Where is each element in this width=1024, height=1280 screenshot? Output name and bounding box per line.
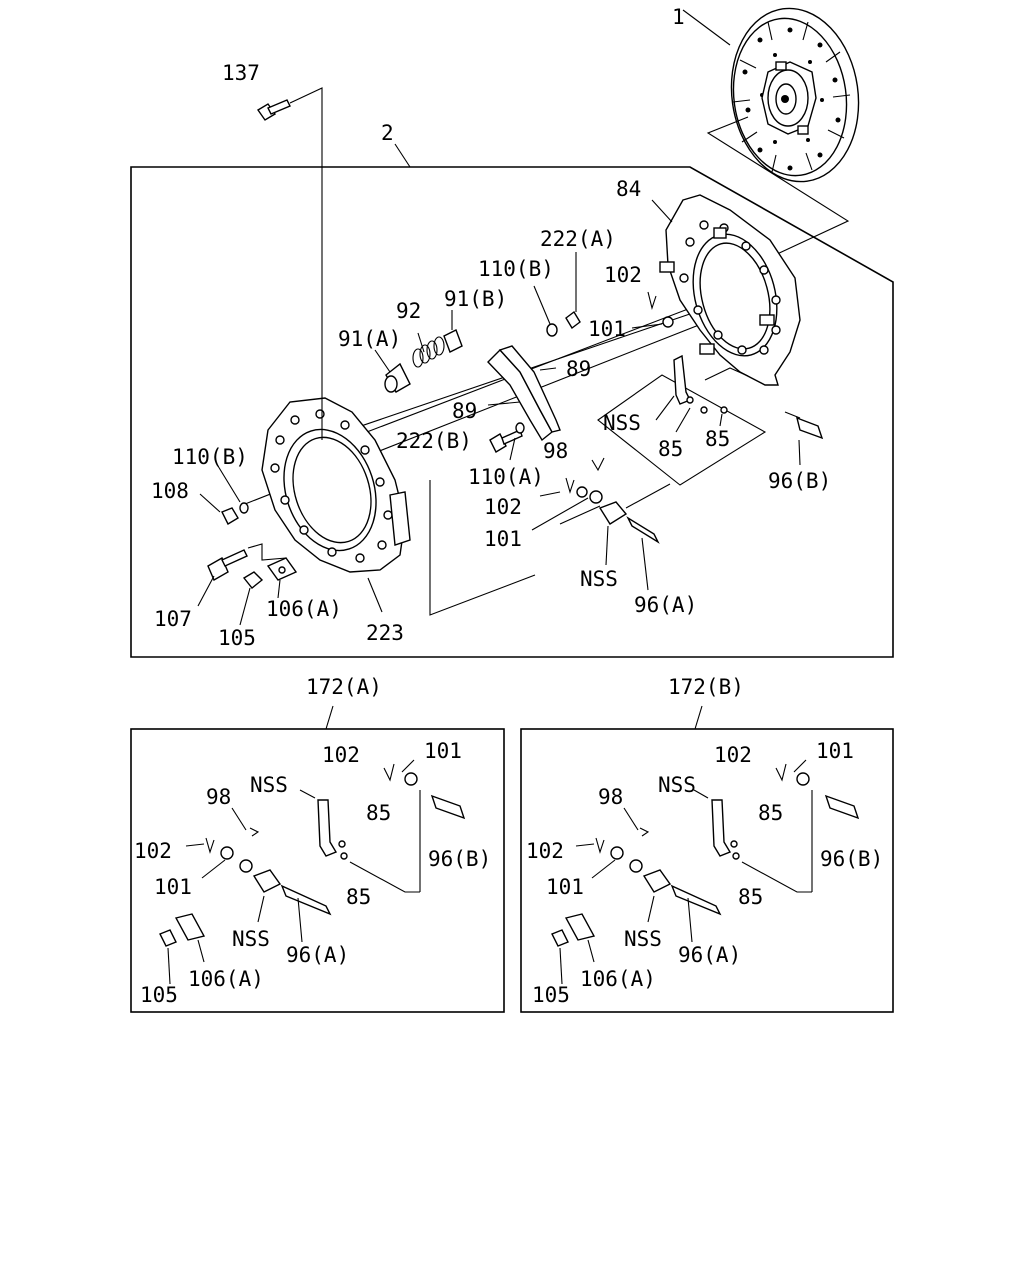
- label-91b: 91(B): [444, 287, 507, 311]
- label-172b-102a: 102: [714, 743, 752, 767]
- label-172a-nss-b: NSS: [232, 927, 270, 951]
- bolt-96b-top: [784, 411, 824, 466]
- label-108: 108: [151, 479, 189, 503]
- label-1: 1: [672, 5, 685, 29]
- label-101-mid: 101: [484, 527, 522, 551]
- label-107: 107: [154, 607, 192, 631]
- label-222b: 222(B): [396, 429, 472, 453]
- label-172b-96b: 96(B): [820, 847, 883, 871]
- label-172b: 172(B): [668, 675, 744, 699]
- label-91a: 91(A): [338, 327, 401, 351]
- label-172a-106a: 106(A): [188, 967, 264, 991]
- label-89-b: 89: [452, 399, 477, 423]
- label-172b-96a: 96(A): [678, 943, 741, 967]
- label-172a-102b: 102: [134, 839, 172, 863]
- label-nss-mid: NSS: [580, 567, 618, 591]
- label-172a-101a: 101: [424, 739, 462, 763]
- label-96b-top: 96(B): [768, 469, 831, 493]
- label-172b-101a: 101: [816, 739, 854, 763]
- label-172a-nss-a: NSS: [250, 773, 288, 797]
- label-105-top: 105: [218, 626, 256, 650]
- clutch-cover-flange: [261, 397, 411, 613]
- bolt-222b: [489, 422, 525, 461]
- label-223: 223: [366, 621, 404, 645]
- label-2: 2: [381, 121, 394, 145]
- label-172b-98: 98: [598, 785, 623, 809]
- label-92: 92: [396, 299, 421, 323]
- label-172b-101b: 101: [546, 875, 584, 899]
- label-110b-top: 110(B): [478, 257, 554, 281]
- label-222a: 222(A): [540, 227, 616, 251]
- label-172b-85b: 85: [738, 885, 763, 909]
- label-84: 84: [616, 177, 641, 201]
- label-172a-96b: 96(B): [428, 847, 491, 871]
- spring-parts-91-92: [374, 310, 463, 393]
- label-172a-85b: 85: [346, 885, 371, 909]
- label-110b-left: 110(B): [172, 445, 248, 469]
- label-96a-top: 96(A): [634, 593, 697, 617]
- clip-102-101-top: [631, 291, 674, 329]
- label-172a-102a: 102: [322, 743, 360, 767]
- label-172b-nss-a: NSS: [658, 773, 696, 797]
- label-85-top-a: 85: [658, 437, 683, 461]
- label-89-a: 89: [566, 357, 591, 381]
- label-172b-85a: 85: [758, 801, 783, 825]
- main-labels: 1 137 2 84 222(A) 110(B) 102 92 91(B) 91…: [151, 5, 831, 650]
- strap-plates-89: [487, 345, 561, 442]
- label-172b-105: 105: [532, 983, 570, 1007]
- label-172a-85a: 85: [366, 801, 391, 825]
- label-102-mid: 102: [484, 495, 522, 519]
- label-172a-101b: 101: [154, 875, 192, 899]
- label-172a-105: 105: [140, 983, 178, 1007]
- label-110a: 110(A): [468, 465, 544, 489]
- label-172a-96a: 96(A): [286, 943, 349, 967]
- label-172b-106a: 106(A): [580, 967, 656, 991]
- label-137: 137: [222, 61, 260, 85]
- left-fasteners: [197, 465, 298, 626]
- pressure-plate-cover: [651, 194, 801, 386]
- subassembly-172b: 172(B) 102 101 98 NSS 85 102 96(B) 101: [520, 675, 894, 1013]
- bolt-222a: [533, 252, 581, 337]
- label-172a-98: 98: [206, 785, 231, 809]
- label-102-top: 102: [604, 263, 642, 287]
- label-172b-102b: 102: [526, 839, 564, 863]
- assembly-2-frame: [130, 143, 894, 658]
- mid-fitting-group: [531, 457, 671, 591]
- label-106a-top: 106(A): [266, 597, 342, 621]
- label-101-top: 101: [588, 317, 626, 341]
- lever-nss-group: [597, 354, 767, 486]
- subassembly-172a: 172(A) 102 101 98 NSS 85 102 96(B) 101: [130, 675, 505, 1013]
- label-172a: 172(A): [306, 675, 382, 699]
- label-172b-nss-b: NSS: [624, 927, 662, 951]
- bolt-137: [256, 87, 323, 440]
- label-98-top: 98: [543, 439, 568, 463]
- clutch-disc: [682, 7, 860, 183]
- label-nss-top: NSS: [603, 411, 641, 435]
- label-85-top-b: 85: [705, 427, 730, 451]
